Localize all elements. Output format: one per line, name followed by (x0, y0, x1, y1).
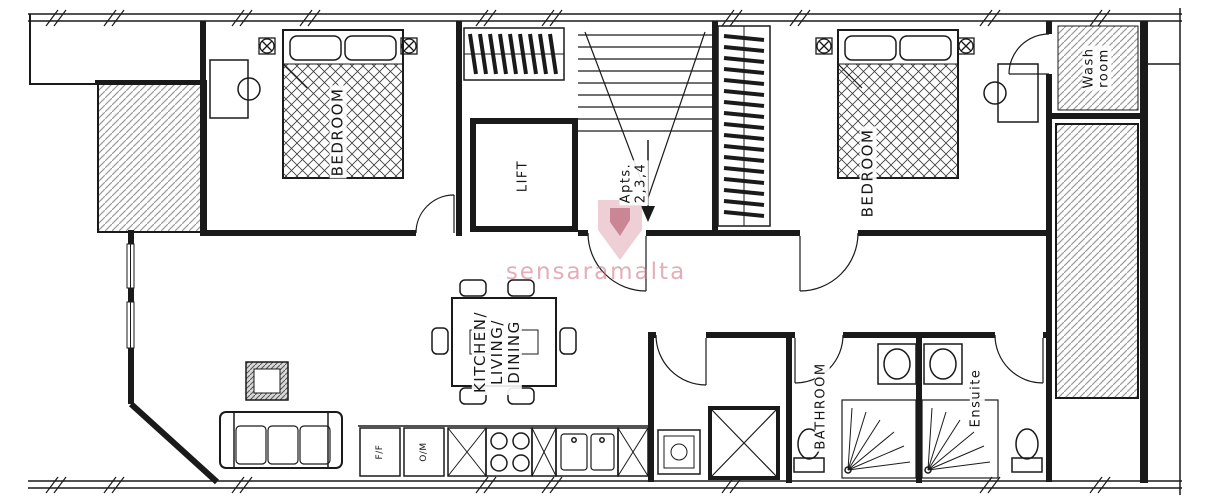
side-table (245, 361, 289, 401)
bedroom-right-label: BEDROOM (858, 126, 877, 220)
stairs-label-line2: 2,3,4 (633, 162, 648, 204)
terrace-right (1055, 123, 1139, 399)
window-left-2 (126, 301, 135, 349)
kitchen-living-dining-label: KITCHEN/ LIVING/ DINING (470, 308, 523, 396)
service-shaft (708, 406, 780, 480)
lift-label: LIFT (515, 159, 531, 193)
stairs-label-line1: Apts. (618, 162, 634, 204)
bathroom-fixtures (793, 343, 917, 479)
bathroom-label: BATHROOM (813, 360, 830, 452)
bed-right (837, 29, 959, 179)
sofa (219, 411, 343, 469)
watermark-text: sensaramalta (505, 259, 687, 285)
kitchen-label-line3: DINING (504, 320, 523, 384)
kitchen-label-line1: KITCHEN/ (470, 310, 489, 394)
wardrobe-bedroom-left (463, 27, 565, 81)
kitchen-counter (358, 425, 649, 477)
desk-right (983, 63, 1039, 123)
kitchen-label-line2: LIVING/ (487, 319, 506, 385)
watermark-logo-icon (598, 200, 642, 260)
washroom-label: Wash room (1081, 45, 1112, 91)
terrace-left (97, 83, 207, 233)
bedroom-left-label: BEDROOM (328, 85, 347, 179)
ensuite-label: Ensuite (968, 366, 985, 430)
wall-diagonal-left (98, 231, 220, 485)
doors (415, 33, 1050, 386)
oven-microwave-label: O/M (418, 442, 429, 462)
fridge-freezer-label: F/F (374, 444, 385, 460)
stairs-apartments-label: Apts. 2,3,4 (618, 160, 649, 206)
washroom-label-line2: room (1096, 48, 1111, 88)
site-boundary (28, 8, 1182, 495)
washroom-label-line1: Wash (1081, 47, 1097, 89)
wardrobe-bedroom-right (717, 25, 771, 227)
washing-machine (657, 429, 701, 475)
window-left-1 (126, 243, 135, 289)
light-symbols (258, 37, 975, 55)
ensuite-fixtures (921, 343, 1043, 479)
desk-left (209, 59, 261, 119)
walls (95, 21, 1148, 483)
